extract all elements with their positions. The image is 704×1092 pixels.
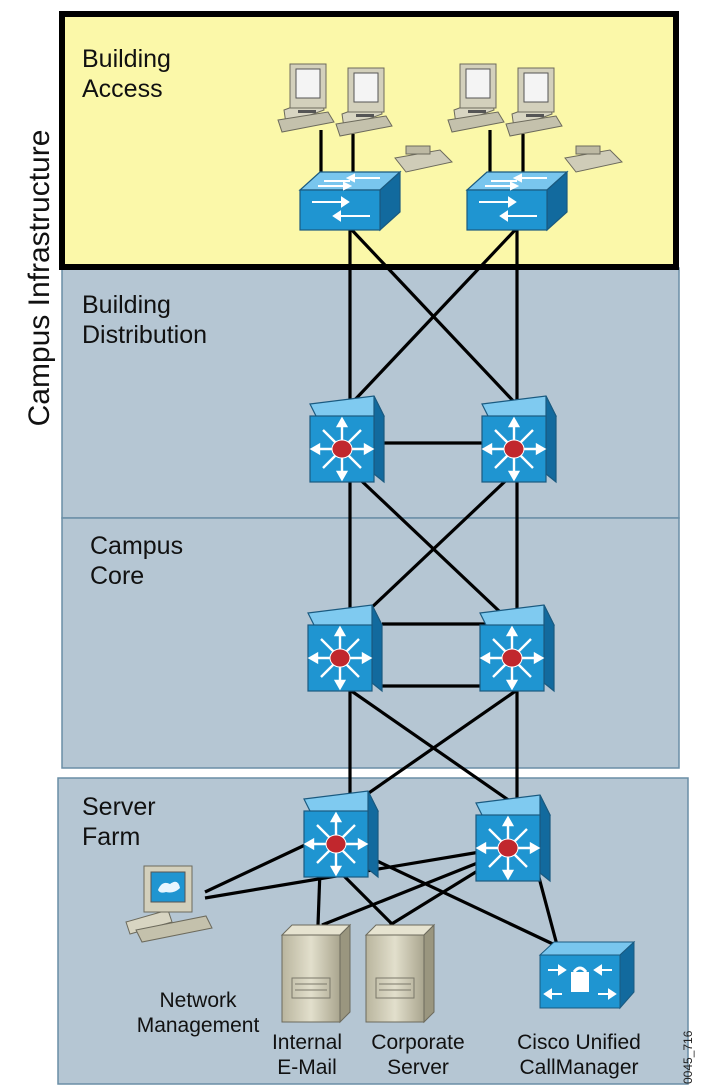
server-farm-label: Server Farm bbox=[82, 793, 156, 851]
callmanager-icon bbox=[538, 940, 636, 1010]
corporate-server-label: Corporate Server bbox=[371, 1031, 465, 1079]
building-access-label: Building Access bbox=[82, 45, 171, 103]
ip-phone-icon bbox=[394, 145, 454, 173]
campus-core-label: Campus Core bbox=[90, 532, 184, 590]
core-switch-icon bbox=[478, 603, 556, 693]
internal-email-server-icon bbox=[280, 923, 352, 1024]
server-farm-switch-icon bbox=[302, 789, 380, 879]
server-farm-switch-icon bbox=[474, 793, 552, 883]
network-management-workstation-icon bbox=[125, 865, 213, 943]
core-switch-icon bbox=[306, 603, 384, 693]
ip-phone-icon bbox=[564, 145, 624, 173]
callmanager-label: Cisco Unified CallManager bbox=[517, 1031, 641, 1079]
campus-infrastructure-title: Campus Infrastructure bbox=[23, 129, 56, 427]
figure-id: 0045_716 bbox=[681, 1030, 695, 1084]
building-distribution-label: Building Distribution bbox=[82, 291, 208, 349]
network-management-label: Network Management bbox=[136, 989, 260, 1037]
distribution-switch-icon bbox=[308, 394, 386, 484]
access-switch-icon bbox=[466, 171, 568, 231]
access-switch-icon bbox=[299, 171, 401, 231]
corporate-server-icon bbox=[364, 923, 436, 1024]
internal-email-label: Internal E-Mail bbox=[271, 1031, 343, 1079]
distribution-switch-icon bbox=[480, 394, 558, 484]
